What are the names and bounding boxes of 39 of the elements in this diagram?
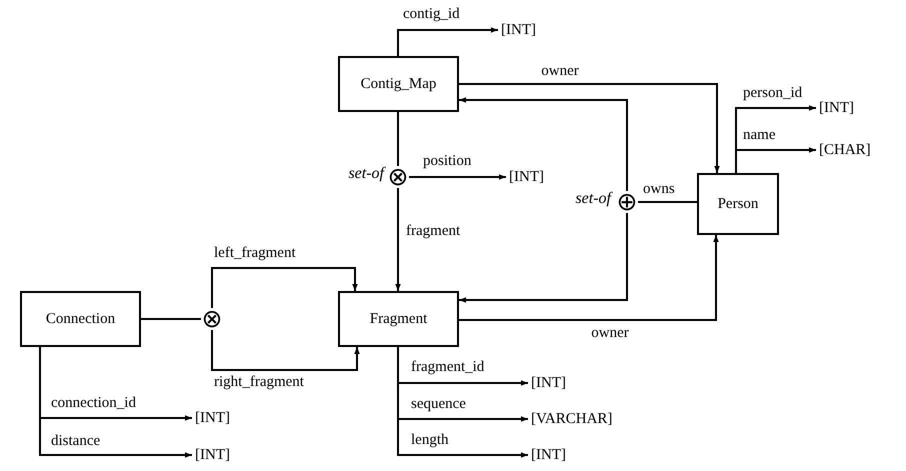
edge-label: position <box>422 152 472 170</box>
connector-arrow <box>735 147 816 173</box>
edge-label: connection_id <box>50 394 137 412</box>
operator-symbol: ⊗ <box>387 166 409 188</box>
type-label: [INT] <box>192 445 238 465</box>
type-label: [INT] <box>192 408 238 428</box>
edge-label: length <box>410 431 450 449</box>
connector-arrow <box>397 347 528 458</box>
type-label: [INT] <box>506 167 552 187</box>
connector-arrow <box>39 347 192 458</box>
connector-arrow <box>459 235 719 321</box>
entity-box: Connection <box>20 291 141 347</box>
type-label: [INT] <box>816 98 862 118</box>
type-label: [CHAR] <box>816 140 886 160</box>
entity-box: Person <box>697 173 779 235</box>
edge-label: person_id <box>742 84 804 102</box>
connector-arrow <box>459 83 720 173</box>
operator-symbol: ⊗ <box>201 308 223 330</box>
edge-label: contig_id <box>402 5 461 23</box>
connector-arrow <box>459 97 628 191</box>
connector-arrow <box>211 267 358 308</box>
edge-label: fragment_id <box>410 358 486 376</box>
type-label: [INT] <box>498 20 544 40</box>
edge-label: fragment <box>405 222 462 240</box>
type-label: [INT] <box>528 445 574 465</box>
connector-arrow <box>211 330 360 371</box>
set-of-label: set-of <box>348 165 384 183</box>
type-label: [VARCHAR] <box>528 409 624 429</box>
set-of-label: set-of <box>575 190 611 208</box>
operator-symbol: ⊕ <box>616 191 638 213</box>
edge-label: left_fragment <box>213 244 297 262</box>
connector-arrow <box>459 213 628 303</box>
connector-arrow <box>395 188 401 291</box>
type-label: [INT] <box>528 373 574 393</box>
connector-arrow <box>397 27 498 56</box>
entity-box: Contig_Map <box>338 56 459 112</box>
connector-arrow <box>409 174 506 180</box>
edge-label: right_fragment <box>213 373 305 391</box>
entity-box: Fragment <box>338 291 459 347</box>
